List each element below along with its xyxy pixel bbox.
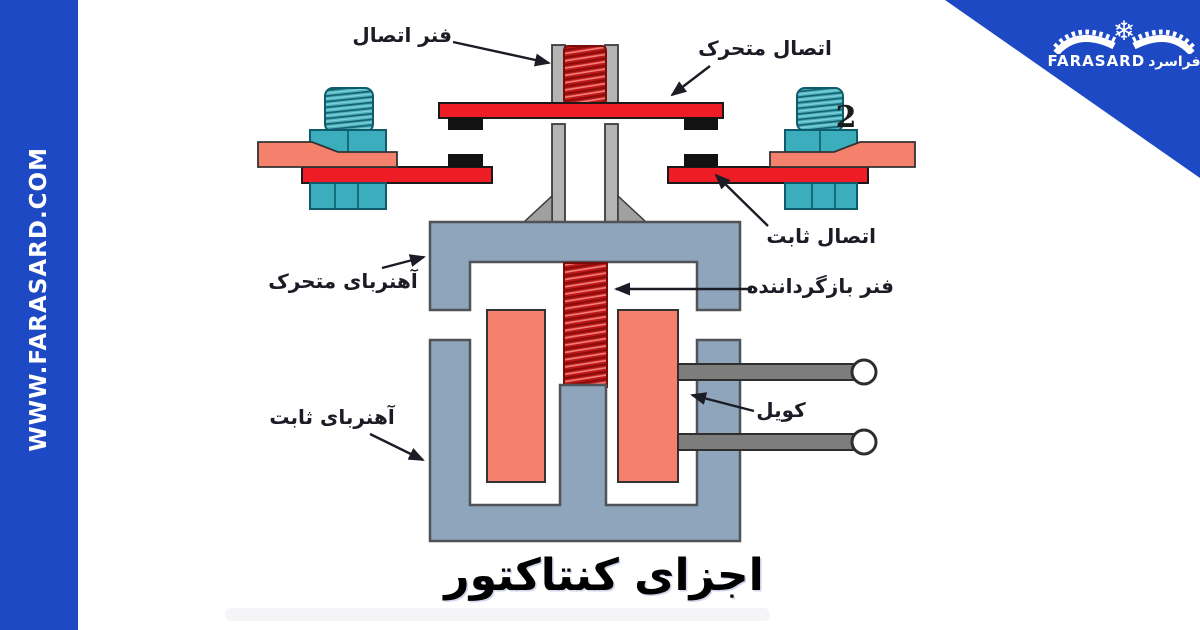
- sidebar-brand-bar: WWW.FARASARD.COM: [0, 0, 78, 630]
- stem-left: [551, 123, 566, 223]
- moving-contact-pad-left: [448, 117, 483, 130]
- bolt-number-mark: 2: [836, 100, 857, 135]
- label-return-spring: فنر بازگرداننده: [746, 274, 894, 298]
- arrow-fixed-contact: [714, 173, 769, 227]
- right-lower-nut: [784, 182, 858, 210]
- logo-graphic: ❄: [1053, 16, 1195, 54]
- connection-spring: [563, 45, 607, 105]
- arrow-moving-magnet: [381, 254, 426, 270]
- farasard-logo: ❄ FARASARD فراسرد: [1047, 14, 1200, 76]
- logo-wordmark: FARASARD فراسرد: [1047, 52, 1200, 70]
- left-fixed-contact-bar: [301, 166, 493, 184]
- label-connection-spring: فنر اتصال: [352, 23, 452, 47]
- right-terminal-plate: [769, 141, 916, 168]
- left-fixed-contact-pad: [448, 154, 483, 167]
- background-smudge: [225, 608, 770, 621]
- arrow-fixed-magnet: [369, 432, 425, 462]
- gear-fender-icon-right: [1132, 34, 1195, 54]
- left-terminal-assembly: [257, 87, 493, 210]
- coil-right: [617, 309, 679, 483]
- left-bolt-thread: [324, 87, 374, 133]
- brand-name-latin: FARASARD: [1047, 52, 1146, 70]
- left-terminal-plate: [257, 141, 398, 168]
- leader-arrows: [369, 40, 769, 462]
- page-title: اجزای کنتاکتور: [444, 550, 764, 601]
- stem-gusset-right: [617, 194, 648, 223]
- coil-terminal-rod-lower: [677, 433, 854, 451]
- coil-terminal-ring-upper: [850, 358, 878, 386]
- moving-contact-assembly: [438, 44, 724, 223]
- coil-left: [486, 309, 546, 483]
- magnet-core-assembly: [428, 220, 878, 543]
- label-moving-contact: اتصال متحرک: [698, 36, 832, 60]
- label-fixed-contact: اتصال ثابت: [766, 224, 876, 248]
- gear-fender-icon-left: [1053, 34, 1116, 54]
- arrow-moving-contact: [670, 65, 711, 97]
- gear-fender-teeth-left-icon: [1053, 29, 1117, 49]
- stem-right: [604, 123, 619, 223]
- moving-magnet: [428, 220, 742, 312]
- snowflake-icon: ❄: [1113, 16, 1136, 47]
- gear-fender-teeth-right-icon: [1131, 29, 1195, 49]
- coil-terminal-ring-lower: [850, 428, 878, 456]
- label-coil: کویل: [756, 398, 806, 422]
- coil-terminal-rod-upper: [677, 363, 854, 381]
- left-lower-nut: [309, 182, 387, 210]
- right-terminal-assembly: 2: [667, 87, 916, 210]
- arrow-connection-spring: [452, 40, 551, 67]
- label-fixed-magnet: آهنربای ثابت: [269, 405, 395, 429]
- right-fixed-contact-bar: [667, 166, 869, 184]
- moving-contact-bar: [438, 102, 724, 119]
- stem-gusset-left: [522, 194, 553, 223]
- right-fixed-contact-pad: [684, 154, 718, 167]
- return-spring: [563, 262, 608, 388]
- fixed-magnet: [428, 338, 742, 543]
- arrow-coil: [690, 392, 755, 413]
- brand-name-persian: فراسرد: [1148, 54, 1200, 70]
- moving-contact-pad-right: [684, 117, 718, 130]
- label-moving-magnet: آهنربای متحرک: [268, 269, 418, 293]
